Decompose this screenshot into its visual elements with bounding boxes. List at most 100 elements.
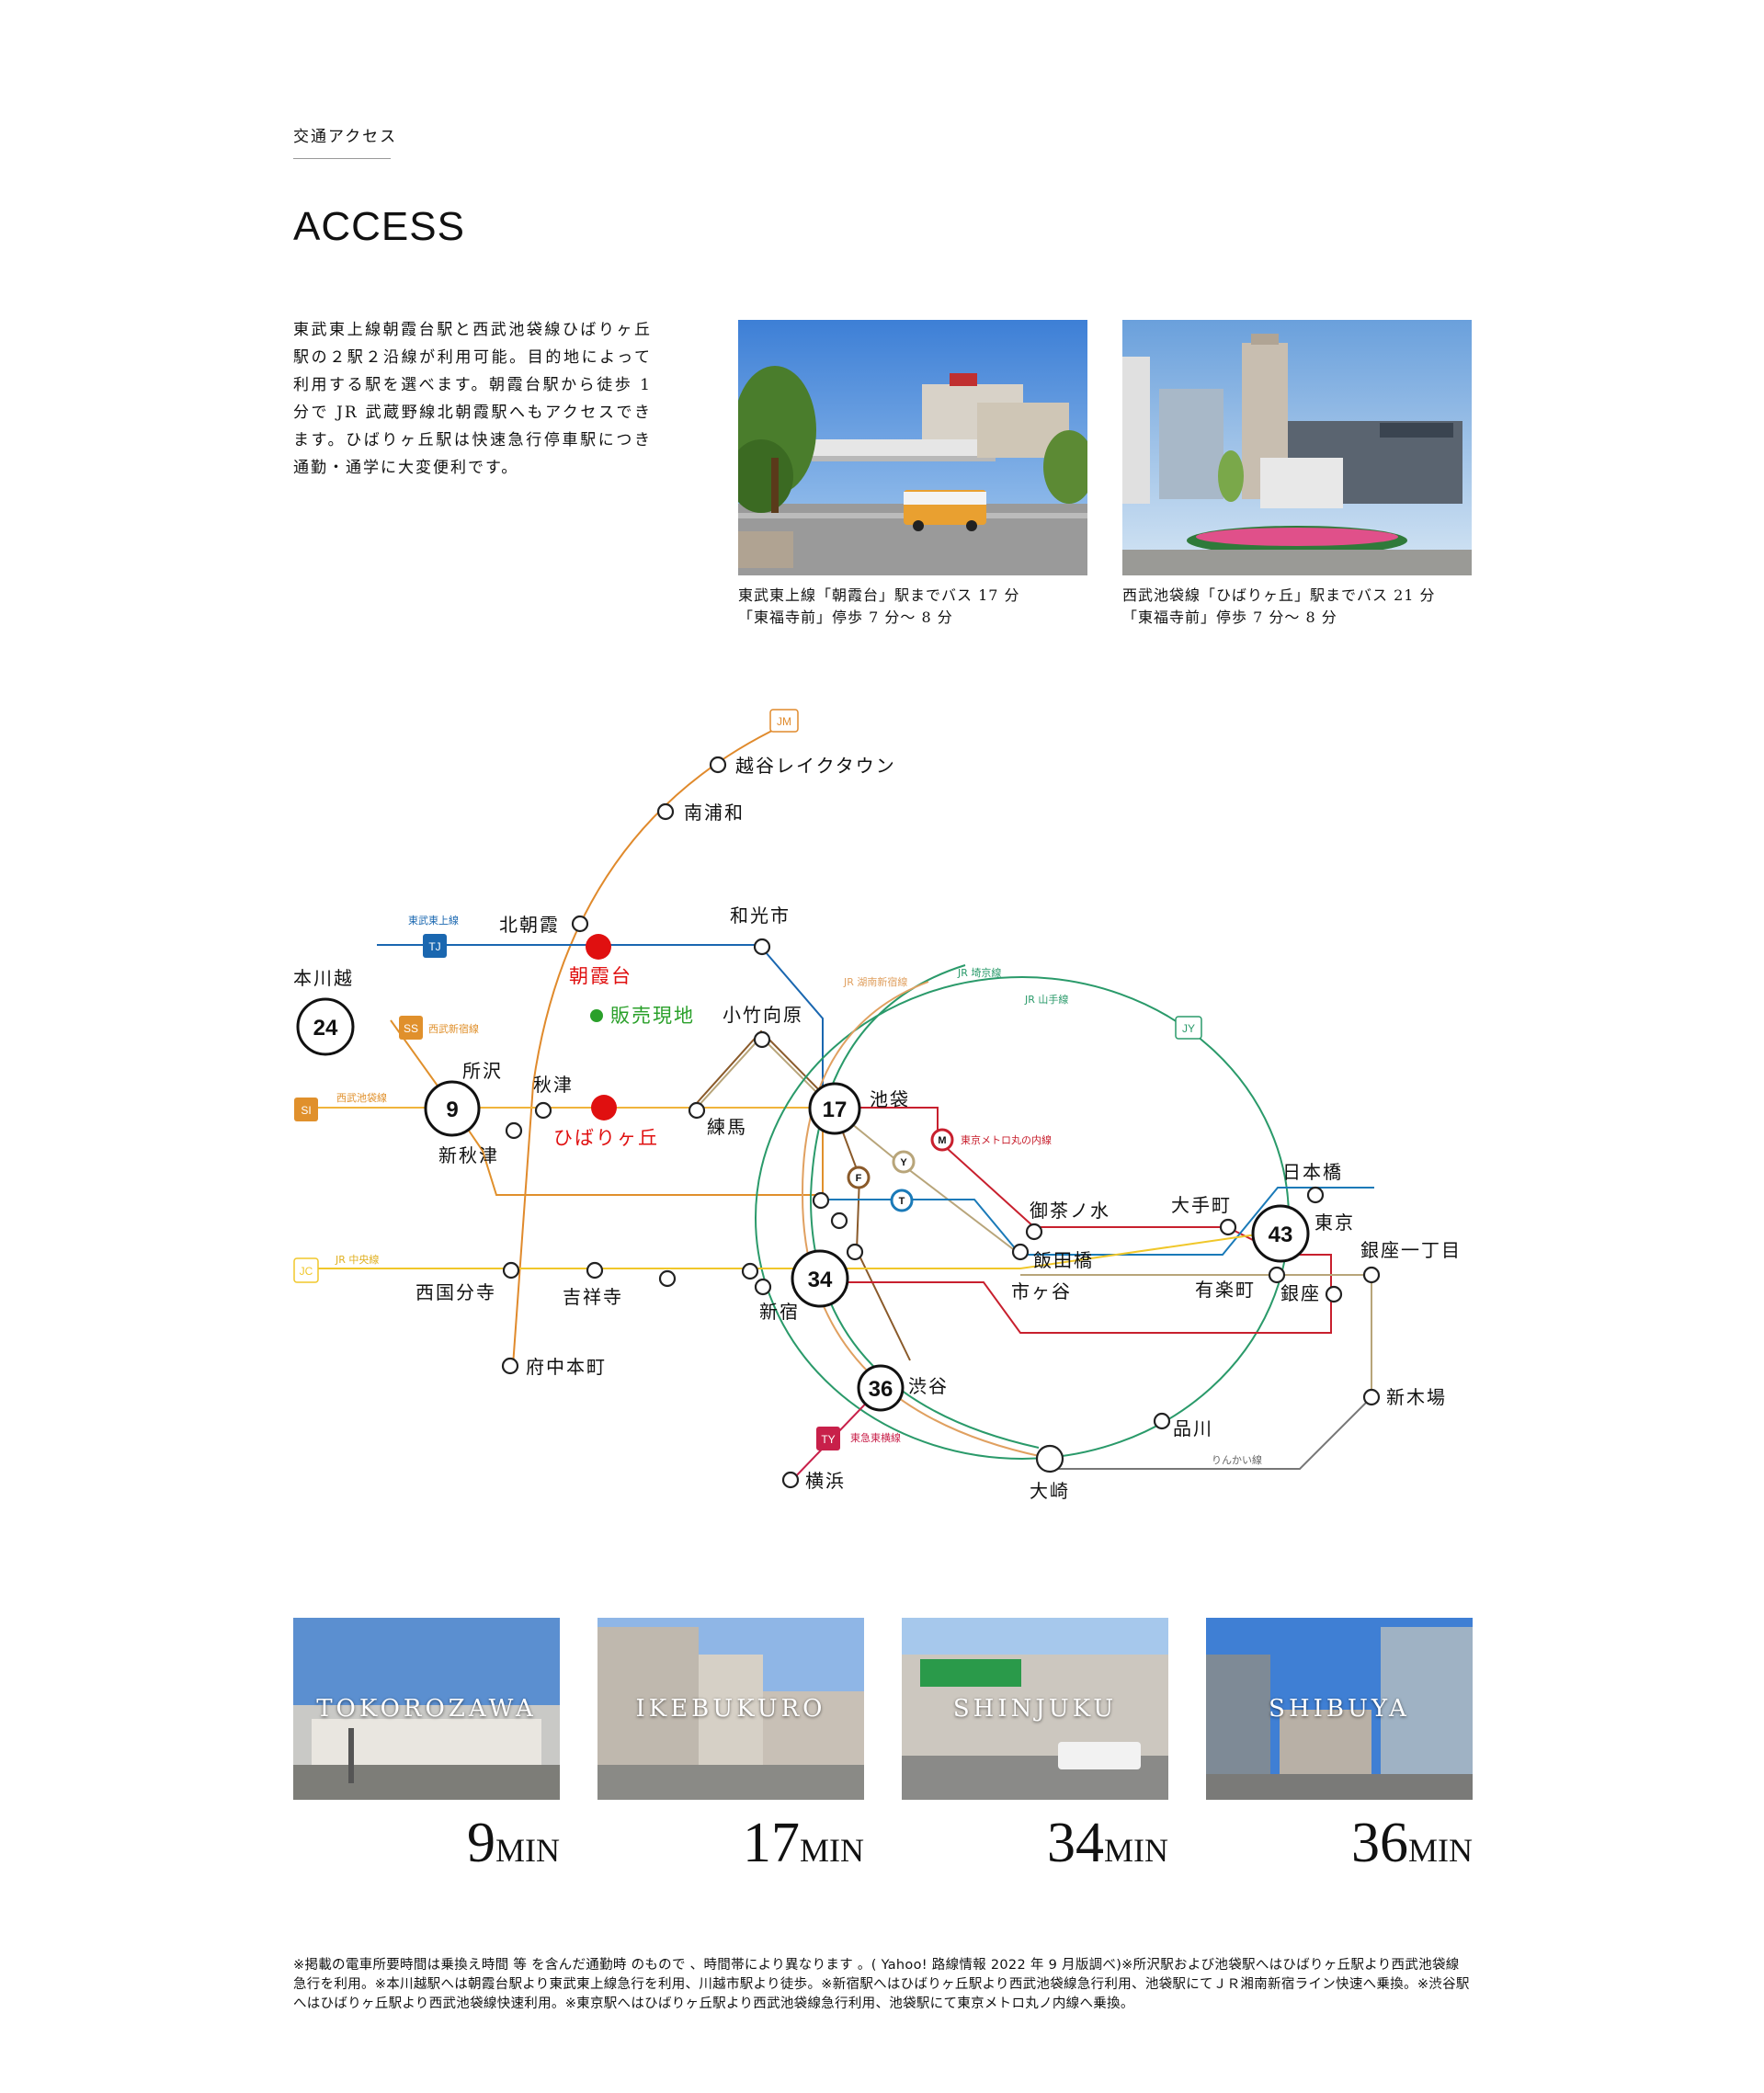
- minutes-number: 9: [467, 1812, 495, 1874]
- station-yurakucho: [1268, 1266, 1286, 1284]
- station-small-5: [846, 1243, 864, 1261]
- tile-ikebukuro: IKEBUKURO: [597, 1618, 864, 1800]
- label-jr-shonan: JR 湖南新宿線: [843, 975, 907, 988]
- minutes-unit: MIN: [800, 1832, 864, 1869]
- chuo-line: [303, 1234, 1282, 1269]
- badge-y: [892, 1150, 916, 1174]
- site-green-dot: [590, 1009, 603, 1022]
- minutes-shibuya-big: 36MIN: [1206, 1811, 1473, 1876]
- name-osaki: 大崎: [1030, 1480, 1070, 1502]
- label-tobu-tojo: 東武東上線: [408, 914, 459, 927]
- shonan-line: [801, 981, 1044, 1458]
- name-kotake: 小竹向原: [723, 1004, 803, 1026]
- site-asakadai-dot: [586, 934, 611, 960]
- station-kitaasaka: [571, 915, 589, 933]
- badge-ss: [399, 1016, 423, 1040]
- minutes-tokorozawa: 9: [446, 1098, 458, 1122]
- badge-ty-text: TY: [821, 1433, 835, 1446]
- tile-label: TOKOROZAWA: [316, 1695, 537, 1723]
- station-fuchuhonmachi: [501, 1357, 519, 1375]
- minutes-ikebukuro-big: 17MIN: [597, 1811, 864, 1876]
- badge-m: [930, 1128, 954, 1152]
- label-jr-yamanote: JR 山手線: [1024, 993, 1068, 1006]
- station-osaki: [1035, 1444, 1064, 1473]
- station-akitsu: [534, 1101, 552, 1120]
- name-hanbai: 販売現地: [610, 1005, 695, 1027]
- page-title: ACCESS: [293, 204, 465, 249]
- name-shinkiba: 新木場: [1386, 1386, 1447, 1408]
- minutes-circle-ikebukuro: [808, 1082, 861, 1135]
- tile-tokorozawa: TOKOROZAWA: [293, 1618, 560, 1800]
- caption-line: 東武東上線「朝霞台」駅までバス 17 分: [738, 586, 1020, 604]
- name-tokyo: 東京: [1314, 1211, 1355, 1234]
- site-hibarigaoka-dot: [591, 1095, 617, 1120]
- asakadai-caption: 東武東上線「朝霞台」駅までバス 17 分 「東福寺前」停歩 7 分〜 8 分: [738, 585, 1020, 629]
- rinkai-line: [1050, 1396, 1372, 1470]
- caption-line: 西武池袋線「ひばりヶ丘」駅までバス 21 分: [1122, 586, 1436, 604]
- station-inbetween: [658, 1269, 677, 1288]
- minutes-circle-hon-kawagoe: [296, 997, 355, 1056]
- station-kokubunji: [502, 1261, 520, 1280]
- minutes-shibuya: 36: [869, 1377, 893, 1402]
- station-iidabashi: [1011, 1243, 1030, 1261]
- badge-t: [890, 1189, 914, 1212]
- label-marunouchi: 東京メトロ丸の内線: [961, 1133, 1052, 1146]
- minutes-tokorozawa-big: 9MIN: [293, 1811, 560, 1876]
- badge-jc-text: JC: [300, 1265, 313, 1278]
- badge-ty: [816, 1427, 840, 1450]
- badge-f-text: F: [856, 1173, 862, 1184]
- yurakucho-ginza-line: [1020, 1274, 1372, 1397]
- intro-text: 東武東上線朝霞台駅と西武池袋線ひばりヶ丘駅の２駅２沿線が利用可能。目的地によって…: [293, 321, 652, 477]
- station-minamiurawa: [656, 802, 675, 821]
- station-small-2: [754, 1278, 772, 1296]
- name-yokohama: 横浜: [805, 1470, 846, 1492]
- station-ginza: [1325, 1285, 1343, 1303]
- caption-line: 「東福寺前」停歩 7 分〜 8 分: [1122, 609, 1337, 626]
- minutes-shinjuku-big: 34MIN: [902, 1811, 1168, 1876]
- station-shinkiba: [1362, 1388, 1381, 1406]
- name-nihonbashi: 日本橋: [1282, 1161, 1343, 1183]
- name-shinakitsu: 新秋津: [438, 1144, 499, 1166]
- name-ginza: 銀座: [1280, 1282, 1321, 1304]
- name-iidabashi: 飯田橋: [1033, 1249, 1094, 1271]
- badge-si-text: SI: [301, 1104, 311, 1117]
- minutes-circle-tokorozawa: [424, 1080, 481, 1137]
- tile-label: SHINJUKU: [952, 1695, 1118, 1723]
- name-hibarigaoka: ひばりヶ丘: [553, 1127, 659, 1149]
- badge-ss-text: SS: [404, 1022, 418, 1035]
- badge-jy: [1175, 1016, 1202, 1040]
- footnotes: ※掲載の電車所要時間は乗換え時間 等 を含んだ通勤時 のもので 、時間帯により異…: [293, 1958, 1470, 2011]
- name-koshigaya: 越谷レイクタウン: [735, 755, 896, 777]
- station-koshigaya: [709, 756, 727, 774]
- tile-shinjuku: SHINJUKU: [902, 1618, 1168, 1800]
- badge-f: [847, 1166, 871, 1189]
- label-jr-chuo: JR 中央線: [335, 1253, 379, 1266]
- name-nerima: 練馬: [707, 1116, 747, 1138]
- name-shinagawa: 品川: [1173, 1417, 1213, 1439]
- name-hon-kawagoe: 本川越: [293, 967, 354, 989]
- name-shibuya: 渋谷: [908, 1375, 949, 1397]
- tobu-tojo-line: [377, 944, 824, 1108]
- name-akitsu: 秋津: [533, 1074, 574, 1096]
- name-yurakucho: 有楽町: [1195, 1279, 1256, 1301]
- station-ginza1: [1362, 1266, 1381, 1284]
- station-shinakitsu: [505, 1121, 523, 1140]
- badge-y-text: Y: [900, 1157, 907, 1168]
- badge-si: [294, 1098, 318, 1121]
- minutes-unit: MIN: [1408, 1832, 1473, 1869]
- badge-tj: [423, 934, 447, 958]
- label-jr-saikyo: JR 埼京線: [957, 966, 1001, 979]
- station-nerima: [688, 1101, 706, 1120]
- badge-tj-text: TJ: [428, 940, 440, 953]
- name-tokorozawa: 所沢: [462, 1060, 503, 1082]
- tile-label: SHIBUYA: [1269, 1695, 1410, 1723]
- minutes-tokyo: 43: [1269, 1223, 1293, 1247]
- section-kicker: 交通アクセス: [293, 128, 398, 146]
- route-map: 24 9 17 34 36 43 JM TJ SS SI JY JC TY M …: [293, 709, 1460, 1502]
- tile-label: IKEBUKURO: [635, 1695, 826, 1723]
- station-small-3: [812, 1191, 830, 1210]
- kicker-divider: [293, 158, 391, 159]
- name-wakoshi: 和光市: [730, 904, 791, 927]
- name-fuchuhonmachi: 府中本町: [526, 1356, 607, 1378]
- minutes-unit: MIN: [1104, 1832, 1168, 1869]
